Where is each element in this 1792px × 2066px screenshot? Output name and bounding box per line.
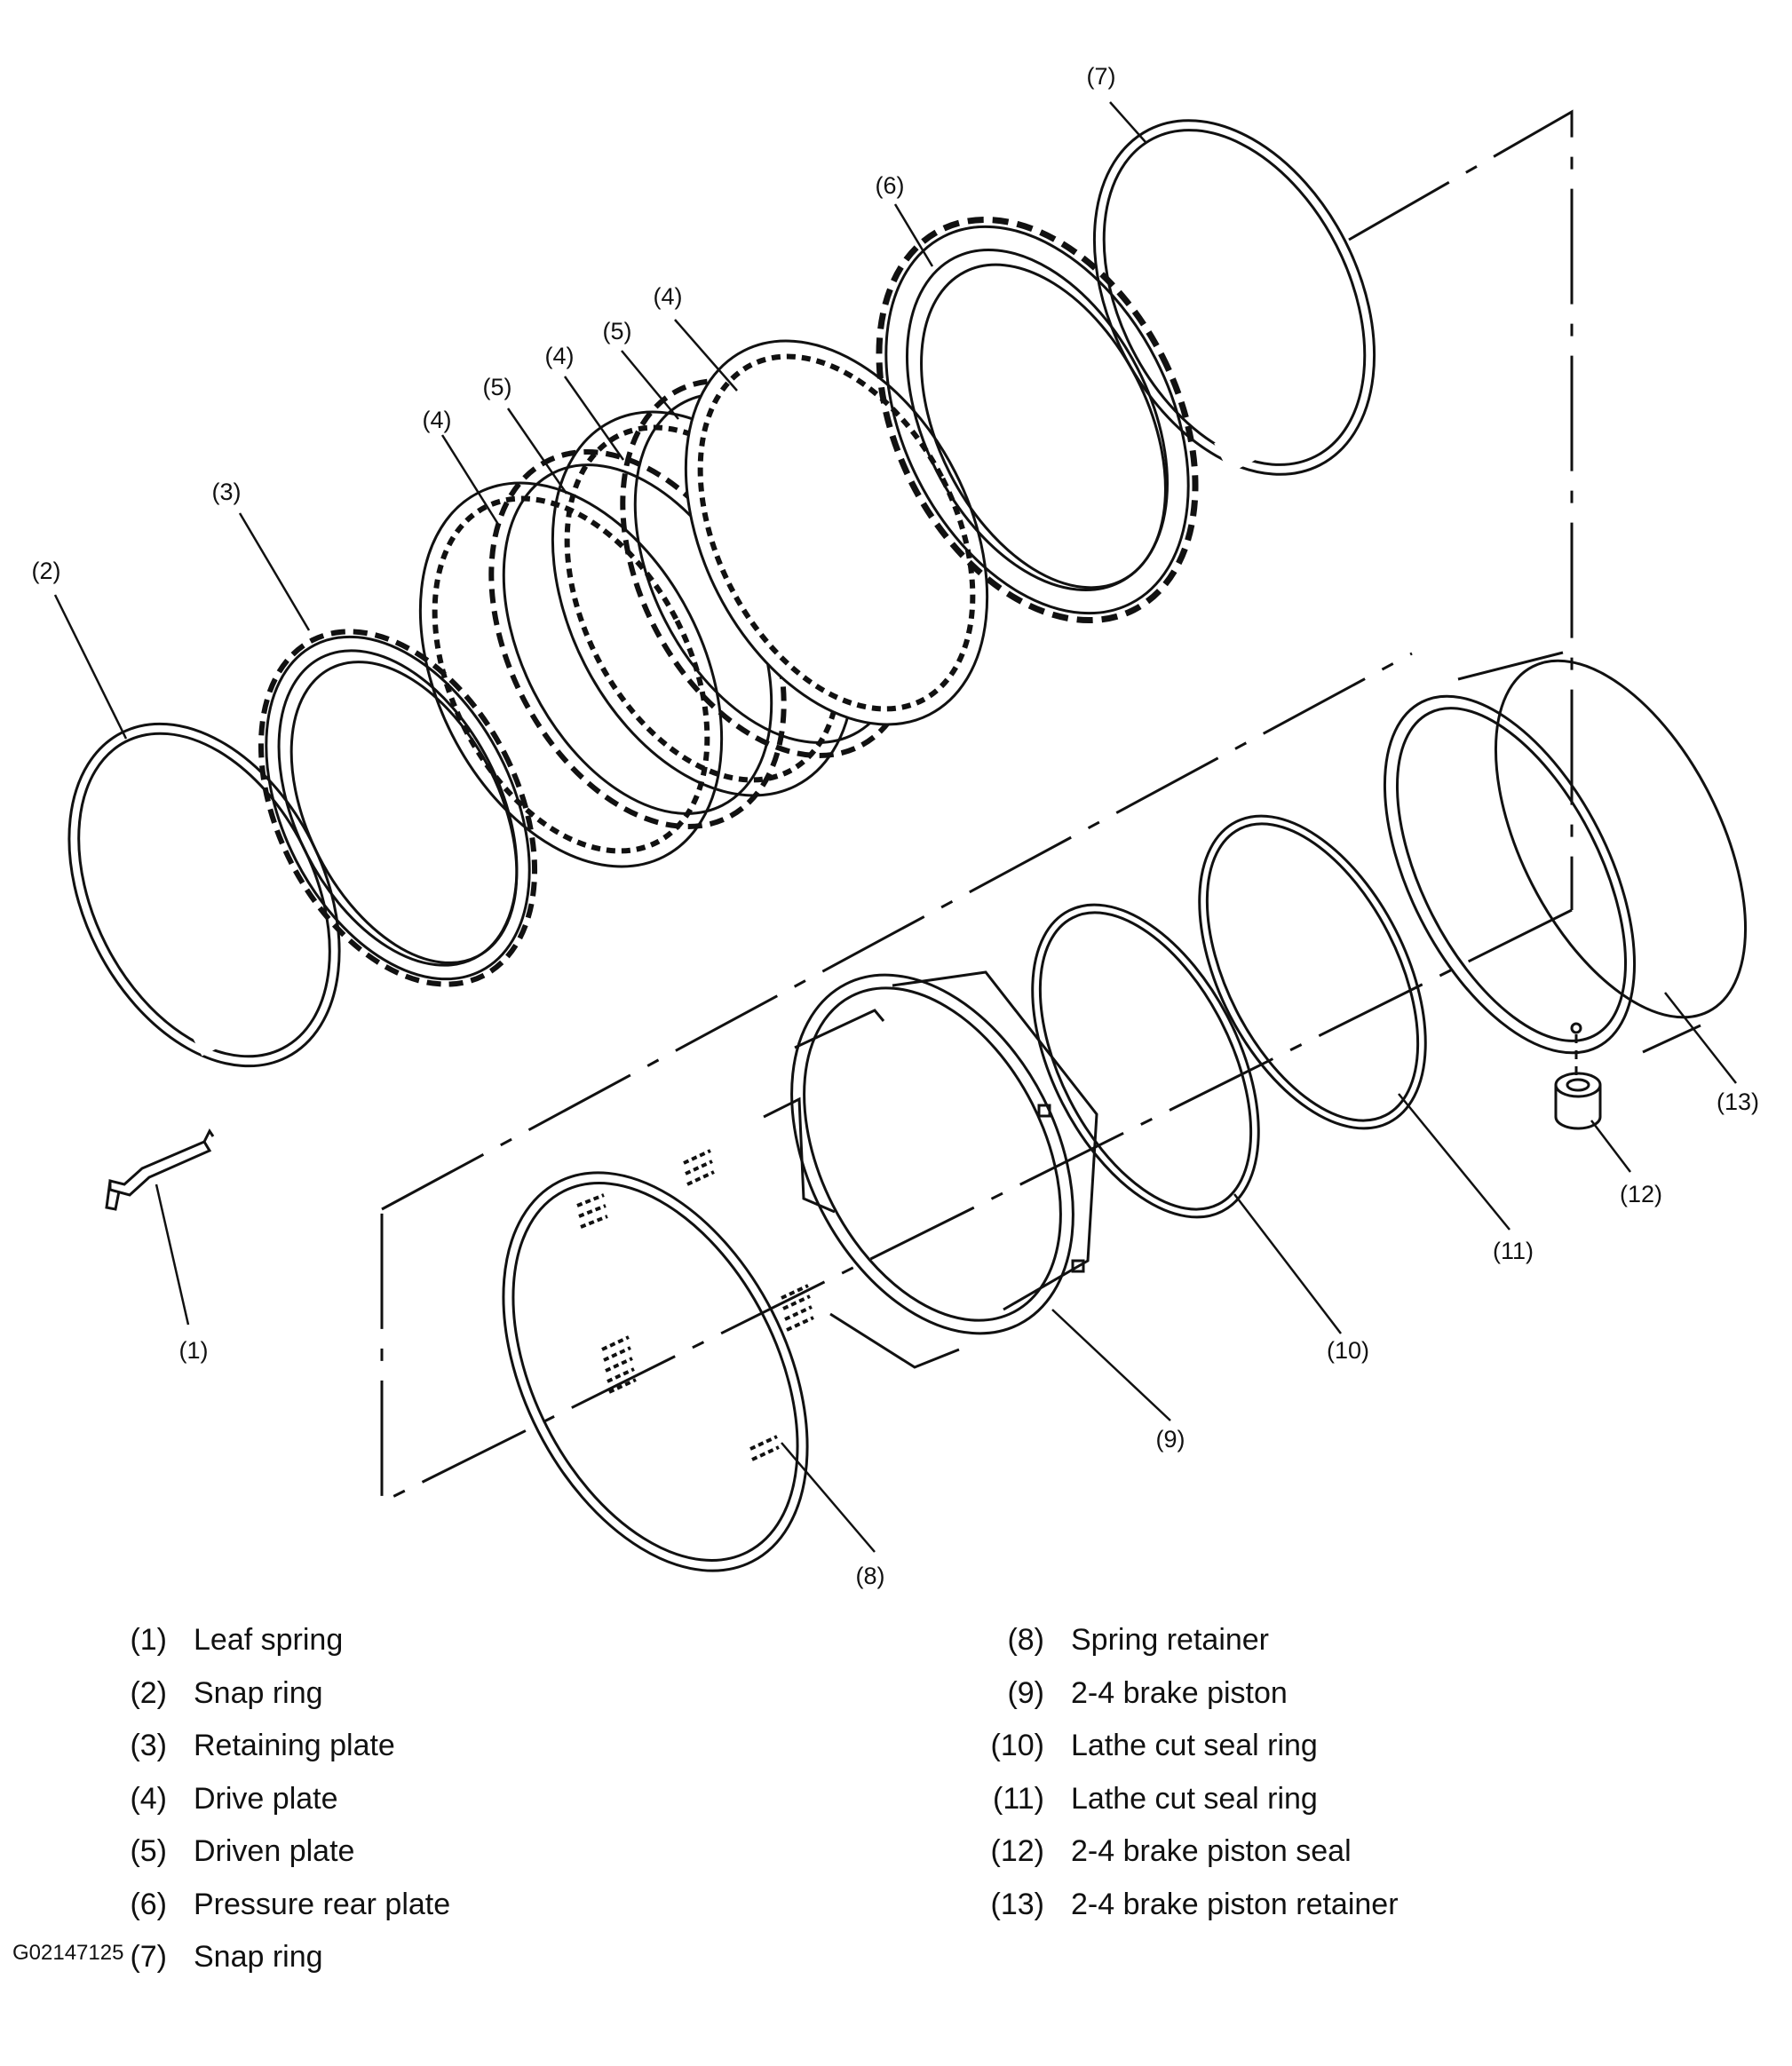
legend-number: (5): [130, 1834, 167, 1868]
callout-13: (13): [1717, 1088, 1759, 1115]
callout-10: (10): [1327, 1337, 1369, 1364]
legend-number: (9): [1007, 1675, 1044, 1710]
legend-item: (10) Lathe cut seal ring: [966, 1720, 1399, 1773]
leader-lines: [53, 101, 1737, 1553]
legend-label: 2-4 brake piston retainer: [1071, 1887, 1399, 1921]
legend-number: (13): [990, 1887, 1044, 1921]
legend-item: (12) 2-4 brake piston seal: [966, 1825, 1399, 1879]
callout-11: (11): [1493, 1238, 1534, 1264]
legend-label: Lathe cut seal ring: [1071, 1729, 1318, 1762]
part-seal-ring-11: [1198, 814, 1427, 1130]
legend-left-column: (1) Leaf spring (2) Snap ring (3) Retaining…: [99, 1614, 450, 1984]
legend-label: Spring retainer: [1071, 1623, 1270, 1657]
callout-6: (6): [876, 172, 905, 199]
plate-stack: [418, 339, 989, 868]
return-springs: [576, 1149, 814, 1461]
callout-5b: (5): [603, 318, 632, 344]
legend-item: (1) Leaf spring: [99, 1614, 450, 1667]
legend-number: (11): [993, 1781, 1044, 1816]
callout-4b: (4): [545, 343, 575, 369]
legend-number: (7): [130, 1940, 167, 1974]
legend-number: (8): [1007, 1623, 1044, 1657]
callout-5a: (5): [483, 374, 512, 400]
legend-label: Snap ring: [194, 1675, 323, 1710]
callout-9: (9): [1156, 1426, 1185, 1453]
legend-number: (1): [130, 1623, 167, 1657]
part-spring-retainer-8: [502, 1149, 814, 1572]
part-leaf-spring-1: [105, 1128, 215, 1211]
part-brake-piston-9: [763, 970, 1098, 1369]
legend-label: 2-4 brake piston: [1071, 1675, 1288, 1710]
legend-number: (10): [990, 1729, 1044, 1762]
legend-number: (6): [130, 1887, 167, 1921]
callout-8: (8): [856, 1563, 885, 1589]
legend-number: (3): [130, 1729, 167, 1762]
legend-item: (11) Lathe cut seal ring: [966, 1773, 1399, 1826]
legend-label: Driven plate: [194, 1834, 355, 1868]
legend-item: (2) Snap ring: [99, 1667, 450, 1721]
callout-1: (1): [179, 1337, 209, 1364]
legend-label: Leaf spring: [194, 1623, 344, 1657]
part-pressure-rear-plate-6: [876, 216, 1199, 624]
legend-label: Lathe cut seal ring: [1071, 1781, 1318, 1816]
legend-item: (9) 2-4 brake piston: [966, 1667, 1399, 1721]
legend-item: (5) Driven plate: [99, 1825, 450, 1879]
legend-label: Drive plate: [194, 1781, 338, 1816]
assembly-outline: [380, 109, 1574, 1505]
part-snap-ring-2: [67, 722, 341, 1068]
part-retaining-plate-3: [258, 629, 538, 987]
legend-number: (12): [990, 1834, 1044, 1868]
callout-12: (12): [1620, 1181, 1662, 1207]
legend-item: (3) Retaining plate: [99, 1720, 450, 1773]
legend-label: 2-4 brake piston seal: [1071, 1834, 1352, 1868]
figure-id: G02147125: [12, 1941, 124, 1965]
callout-7: (7): [1087, 63, 1116, 90]
legend-label: Retaining plate: [194, 1729, 395, 1762]
legend-item: (4) Drive plate: [99, 1773, 450, 1826]
legend-label: Pressure rear plate: [194, 1887, 451, 1921]
callout-2: (2): [32, 558, 61, 584]
callout-4a: (4): [423, 407, 452, 433]
legend-number: (2): [130, 1675, 167, 1710]
part-drive-plate-4c: [684, 339, 989, 726]
legend-label: Snap ring: [194, 1940, 323, 1974]
part-seal-ring-10: [1031, 903, 1260, 1219]
part-piston-retainer-13: [1383, 651, 1748, 1055]
legend-item: (6) Pressure rear plate: [99, 1879, 450, 1932]
callout-3: (3): [212, 479, 242, 505]
legend-item: (8) Spring retainer: [966, 1614, 1399, 1667]
part-snap-ring-7: [1092, 119, 1376, 476]
exploded-diagram: (1) (2) (3) (4) (5) (4) (5) (4) (6) (7) …: [32, 63, 1760, 1589]
legend-item: (7) Snap ring: [99, 1931, 450, 1984]
callout-labels: (1) (2) (3) (4) (5) (4) (5) (4) (6) (7) …: [32, 63, 1760, 1589]
legend-number: (4): [130, 1781, 167, 1816]
legend-right-column: (8) Spring retainer (9) 2-4 brake piston (…: [966, 1614, 1399, 1931]
legend-item: (13) 2-4 brake piston retainer: [966, 1879, 1399, 1932]
part-piston-seal-12: [1554, 1034, 1602, 1130]
callout-4c: (4): [654, 283, 683, 310]
